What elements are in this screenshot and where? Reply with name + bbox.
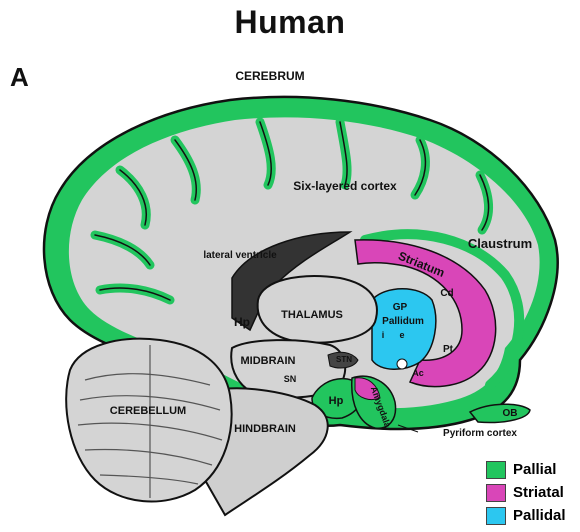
legend-swatch-pallidal [486, 507, 506, 525]
label-hp-lower: Hp [329, 395, 344, 407]
legend-label-pallidal: Pallidal [513, 507, 566, 524]
label-ac: Ac [412, 368, 424, 378]
legend: Pallial Striatal Pallidal [486, 458, 566, 527]
label-cd: Cd [440, 288, 453, 299]
label-sn: SN [284, 374, 297, 384]
label-stn: STN [336, 355, 352, 364]
label-pyriform-cortex: Pyriform cortex [443, 428, 517, 439]
label-pt: Pt [443, 344, 454, 355]
label-midbrain: MIDBRAIN [241, 355, 296, 367]
label-hp-upper: Hp [234, 315, 250, 329]
legend-label-striatal: Striatal [513, 484, 564, 501]
legend-item-pallial: Pallial [486, 458, 566, 481]
label-pallidum: Pallidum [382, 316, 424, 327]
label-lateral-ventricle: lateral ventricle [203, 250, 277, 261]
label-hindbrain: HINDBRAIN [234, 423, 296, 435]
label-six-layered-cortex: Six-layered cortex [293, 179, 397, 193]
label-pallidum-e: e [399, 330, 404, 340]
legend-label-pallial: Pallial [513, 461, 556, 478]
legend-swatch-striatal [486, 484, 506, 502]
label-thalamus: THALAMUS [281, 309, 343, 321]
label-pallidum-i: i [382, 330, 385, 340]
label-cerebellum: CEREBELLUM [110, 405, 186, 417]
label-cerebrum: CEREBRUM [235, 69, 304, 83]
label-gp: GP [393, 302, 408, 313]
legend-item-pallidal: Pallidal [486, 504, 566, 527]
label-claustrum: Claustrum [468, 236, 532, 251]
label-ob: OB [503, 408, 518, 419]
legend-item-striatal: Striatal [486, 481, 566, 504]
legend-swatch-pallial [486, 461, 506, 479]
